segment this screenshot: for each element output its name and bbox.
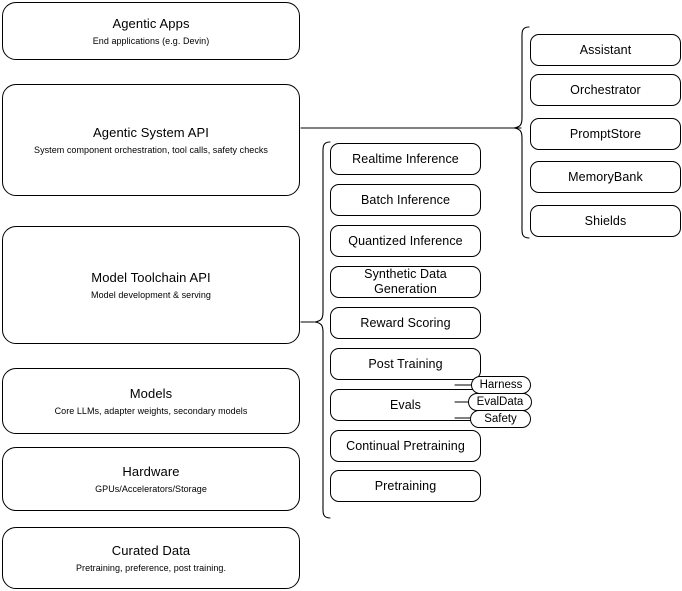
toolchain-component-label: Quantized Inference [348, 233, 463, 248]
toolchain-component-batch-inference[interactable]: Batch Inference [330, 184, 481, 216]
toolchain-component-label: Batch Inference [360, 192, 451, 207]
toolchain-component-label: Pretraining [374, 478, 437, 493]
system-component-label: PromptStore [569, 126, 642, 141]
system-component-promptstore[interactable]: PromptStore [530, 118, 681, 150]
system-component-memorybank[interactable]: MemoryBank [530, 161, 681, 193]
stack-layer-subtitle: Pretraining, preference, post training. [75, 562, 227, 573]
stack-layer-agentic-system-api[interactable]: Agentic System API System component orch… [2, 84, 300, 196]
stack-layer-subtitle: System component orchestration, tool cal… [34, 144, 268, 155]
toolchain-component-realtime-inference[interactable]: Realtime Inference [330, 143, 481, 175]
stack-layer-curated-data[interactable]: Curated Data Pretraining, preference, po… [2, 527, 300, 589]
toolchain-component-label: Realtime Inference [352, 151, 459, 166]
toolchain-component-label: Evals [389, 397, 422, 412]
system-component-label: MemoryBank [568, 169, 643, 184]
stack-layer-title: Models [129, 385, 173, 401]
toolchain-component-label: Reward Scoring [360, 315, 451, 330]
toolchain-component-reward-scoring[interactable]: Reward Scoring [330, 307, 481, 339]
stack-layer-model-toolchain-api[interactable]: Model Toolchain API Model development & … [2, 226, 300, 344]
system-component-label: Orchestrator [570, 82, 641, 97]
toolchain-component-continual-pretraining[interactable]: Continual Pretraining [330, 430, 481, 462]
toolchain-component-label: Synthetic Data Generation [364, 267, 447, 296]
system-component-label: Shields [584, 213, 627, 228]
evals-detail-harness[interactable]: Harness [471, 376, 531, 394]
toolchain-component-quantized-inference[interactable]: Quantized Inference [330, 225, 481, 257]
stack-layer-title: Agentic System API [93, 124, 209, 140]
stack-layer-models[interactable]: Models Core LLMs, adapter weights, secon… [2, 368, 300, 434]
toolchain-component-pretraining[interactable]: Pretraining [330, 470, 481, 502]
system-component-assistant[interactable]: Assistant [530, 34, 681, 66]
stack-layer-subtitle: End applications (e.g. Devin) [92, 35, 210, 46]
evals-detail-label: Harness [479, 378, 523, 391]
system-component-orchestrator[interactable]: Orchestrator [530, 74, 681, 106]
system-component-shields[interactable]: Shields [530, 205, 681, 237]
stack-layer-title: Agentic Apps [112, 15, 190, 31]
stack-layer-hardware[interactable]: Hardware GPUs/Accelerators/Storage [2, 447, 300, 511]
stack-layer-title: Hardware [122, 463, 180, 479]
toolchain-component-synthetic-data-generation[interactable]: Synthetic Data Generation [330, 266, 481, 298]
stack-layer-subtitle: GPUs/Accelerators/Storage [95, 483, 207, 494]
right-curly-brace [513, 26, 530, 239]
toolchain-component-evals[interactable]: Evals [330, 389, 481, 421]
toolchain-component-label: Post Training [368, 356, 443, 371]
stack-layer-subtitle: Core LLMs, adapter weights, secondary mo… [54, 405, 248, 416]
evals-detail-safety[interactable]: Safety [470, 410, 531, 428]
stack-layer-title: Curated Data [111, 542, 191, 558]
middle-curly-brace [314, 141, 331, 519]
stack-layer-title: Model Toolchain API [91, 269, 211, 285]
evals-detail-label: Safety [484, 412, 517, 425]
system-component-label: Assistant [579, 42, 632, 57]
toolchain-component-post-training[interactable]: Post Training [330, 348, 481, 380]
evals-detail-evaldata[interactable]: EvalData [468, 393, 532, 411]
stack-layer-agentic-apps[interactable]: Agentic Apps End applications (e.g. Devi… [2, 2, 300, 60]
toolchain-component-label: Continual Pretraining [346, 438, 465, 453]
evals-detail-label: EvalData [476, 395, 524, 408]
stack-layer-subtitle: Model development & serving [91, 289, 211, 300]
